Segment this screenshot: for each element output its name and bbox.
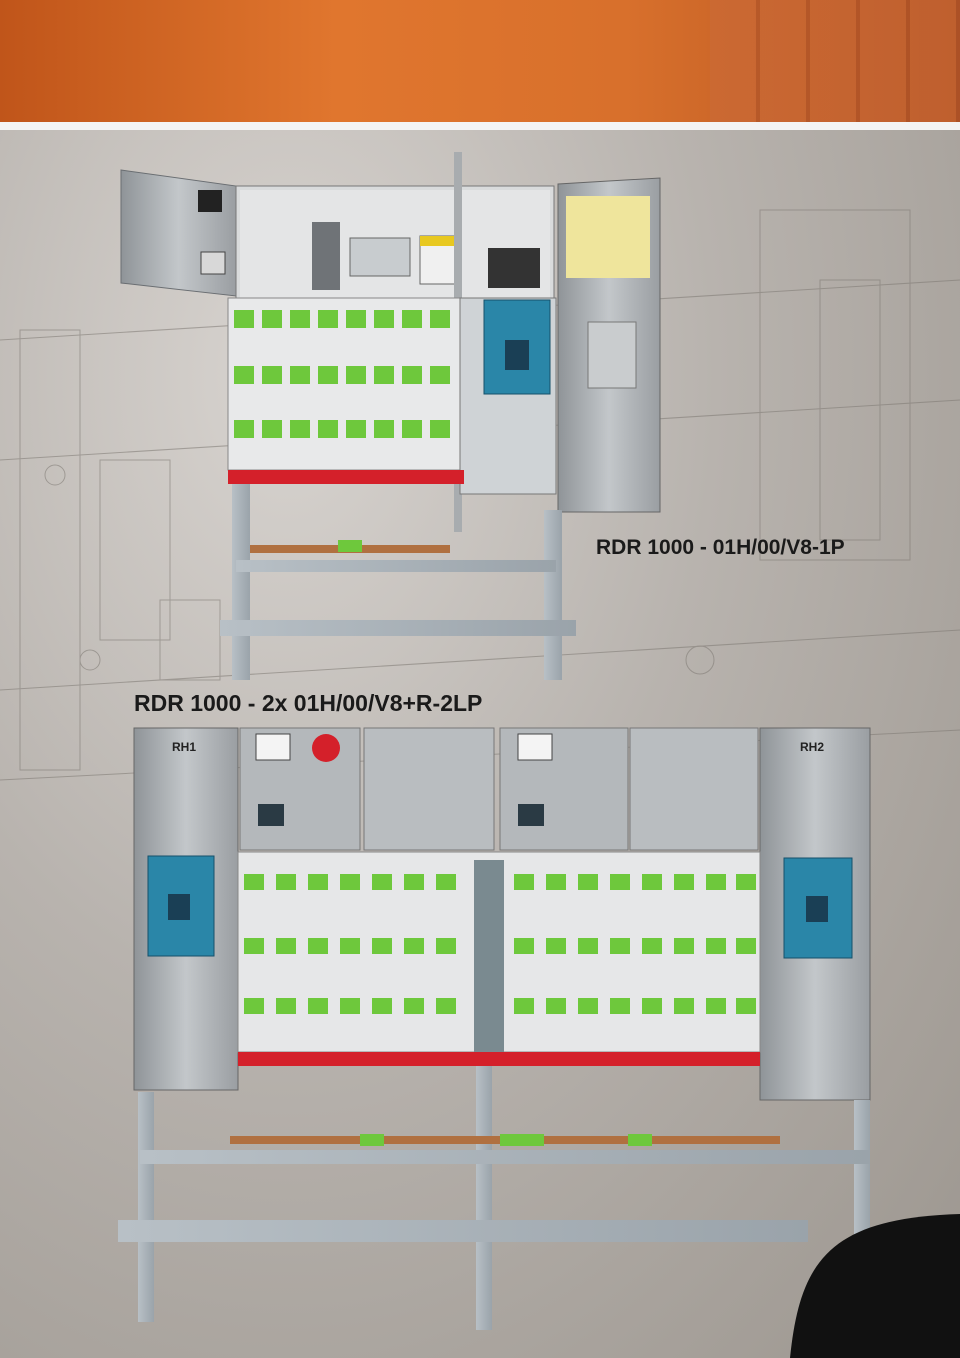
panel-label-rh1: RH1	[172, 740, 197, 754]
panel-label-rh2: RH2	[800, 740, 825, 754]
header-photo-strip	[710, 0, 960, 122]
bottom-fuse-bank	[244, 874, 756, 1014]
top-fuse-bank	[234, 310, 450, 438]
caption-bottom-product: RDR 1000 - 2x 01H/00/V8+R-2LP	[134, 690, 483, 716]
top-cabinet	[120, 152, 661, 680]
header-divider	[0, 122, 960, 130]
caption-top-product: RDR 1000 - 01H/00/V8-1P	[596, 536, 845, 559]
bottom-cabinet	[118, 727, 871, 1330]
corner-accent	[790, 1214, 960, 1358]
